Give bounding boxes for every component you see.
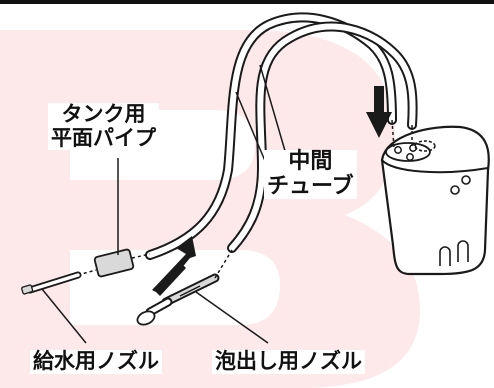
top-rule <box>0 0 494 4</box>
tank-pipe-label-line2: 平面パイプ <box>51 125 156 150</box>
dispenser-body <box>380 125 490 276</box>
tank-pipe-label: タンク用 平面パイプ <box>48 102 159 151</box>
diagonal-arrow-icon <box>152 236 196 296</box>
foam-nozzle-label: 泡出し用ノズル <box>212 349 365 374</box>
down-arrow-icon <box>366 86 392 138</box>
middle-tube-label-line1: 中間 <box>288 149 333 174</box>
middle-tube-label-line2: チューブ <box>267 173 354 199</box>
tank-flat-pipe <box>77 248 151 278</box>
supply-nozzle-label: 給水用ノズル <box>30 349 162 374</box>
middle-tube-b <box>227 21 418 253</box>
supply-nozzle <box>21 271 82 295</box>
foam-nozzle <box>136 249 233 326</box>
tank-pipe-label-line1: タンク用 <box>61 102 146 126</box>
middle-tube-a <box>145 12 397 260</box>
middle-tube-label: 中間 チューブ <box>264 149 357 200</box>
